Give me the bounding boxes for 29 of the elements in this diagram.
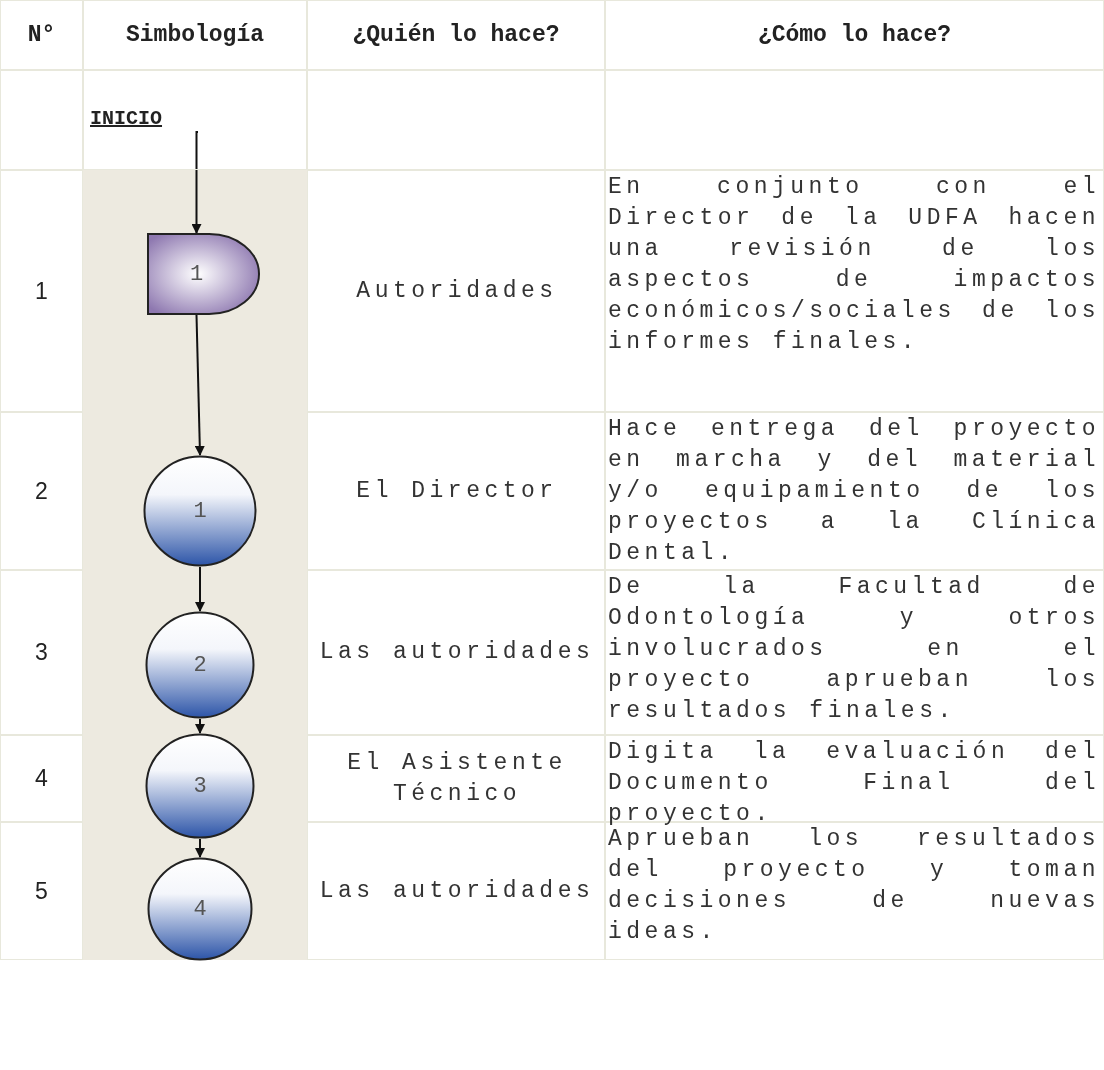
description-text: En conjunto con el Director de la UDFA hacen una revisión de los aspectos de impactos económicos/sociales de los informes finales.	[608, 173, 1100, 357]
description-text: De la Facultad de Odontología y otros involucrados en el proyecto aprueban los resultados finales.	[608, 573, 1100, 726]
start-label: INICIO	[90, 104, 198, 132]
description-text: Aprueban los resultados del proyecto y toman decisiones de nuevas ideas.	[608, 825, 1100, 947]
column-header: ¿Cómo lo hace?	[756, 20, 953, 50]
arrow	[191, 131, 202, 234]
description-text: Digita la evaluación del Documento Final del proyecto.	[608, 738, 1100, 827]
column-header: ¿Quién lo hace?	[351, 20, 561, 50]
arrow	[195, 838, 205, 858]
actor-text: Las autoridades	[318, 638, 596, 667]
step-number: 5	[34, 876, 49, 906]
step-number: 3	[34, 638, 49, 667]
step-number: 2	[34, 476, 49, 506]
step-number: 4	[34, 764, 49, 793]
connector-circle: 1	[143, 455, 257, 567]
connector-circle: 4	[147, 857, 253, 961]
column-header: Simbología	[125, 20, 265, 50]
actor-text: El Director	[355, 476, 559, 506]
actor-text: Las autoridades	[318, 876, 596, 906]
connector-circle: 2	[145, 611, 255, 719]
actor-text: Autoridades	[355, 276, 559, 306]
connector-circle: 3	[145, 733, 255, 839]
actor-text: El Asistente Técnico	[346, 748, 568, 809]
arrow	[195, 718, 205, 734]
description-text: Hace entrega del proyecto en marcha y del material y/o equipamiento de los proyectos a la Clínica Dental.	[608, 415, 1100, 568]
column-header: N°	[26, 20, 57, 50]
step-number: 1	[34, 276, 49, 306]
arrow	[194, 314, 205, 456]
arrow	[195, 566, 205, 612]
